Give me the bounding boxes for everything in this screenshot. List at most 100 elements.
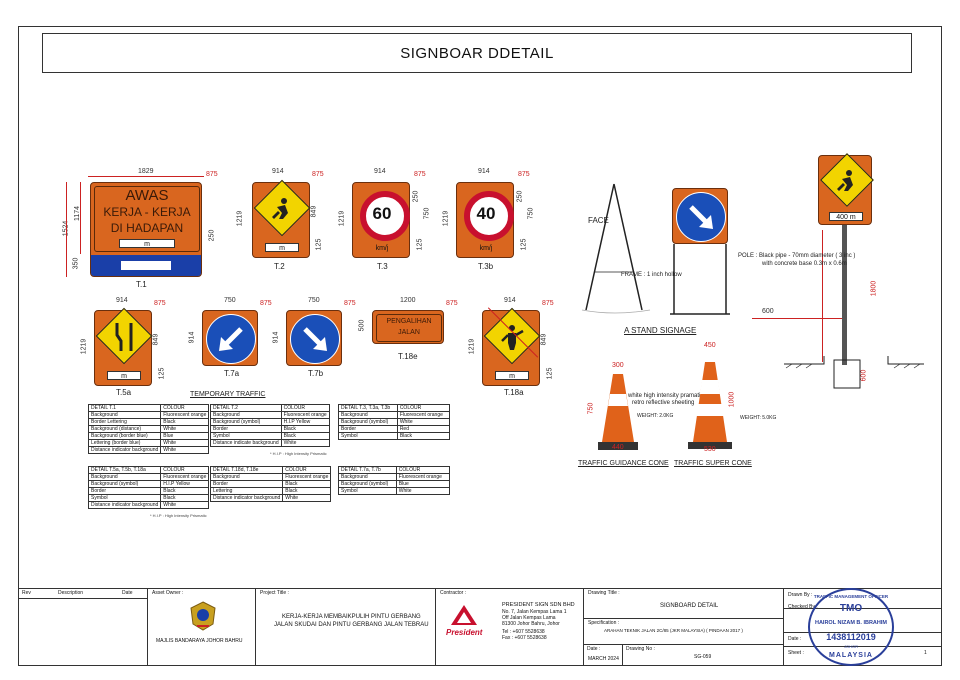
sign-t18a-code: T.18a — [504, 388, 524, 397]
table-header: COLOUR — [282, 466, 332, 474]
sign-t5a-distance-box: m — [107, 371, 141, 380]
a-stand-label: A STAND SIGNAGE — [624, 326, 697, 335]
stamp-sub: JOHOR — [844, 644, 858, 649]
arrow-down-right-icon — [689, 205, 713, 229]
table-cell: H.I.P Yellow — [160, 480, 210, 488]
dim-t18e-height: 500 — [358, 319, 366, 332]
table-cell: Border — [209, 480, 284, 488]
dim-offset-600: 600 — [762, 308, 774, 315]
pole-note: POLE : Black pipe - 70mm diameter ( 3 in… — [738, 253, 856, 259]
table-cell: Fluorescent orange — [282, 473, 332, 481]
traffic-super-cone — [688, 362, 732, 449]
table-cell: Lettering (border blue) — [87, 439, 162, 447]
dim-t2-width: 914 — [272, 168, 284, 175]
table-cell: Border — [87, 487, 162, 495]
dim-cone1-height: 750 — [587, 402, 595, 415]
table-cell: Black — [280, 432, 330, 440]
dim-cone1-top: 300 — [612, 362, 624, 369]
table-cell: Distance indicator background — [87, 501, 162, 509]
traffic-guidance-cone — [598, 374, 638, 450]
dim-t5a-inner: 849 — [152, 333, 160, 346]
sign-t2-code: T.2 — [274, 262, 285, 271]
table-cell: White — [282, 494, 332, 502]
arrow-down-right-icon — [303, 327, 327, 351]
table-cell: Black — [282, 480, 332, 488]
sign-t1-line1: AWAS — [125, 187, 169, 204]
table-header: DETAIL T.5a, T.5b, T.18a — [87, 466, 162, 474]
a-stand-sign — [672, 188, 728, 244]
table-cell: White — [160, 446, 210, 454]
table-cell: Black — [396, 432, 451, 440]
sign-t18e-code: T.18e — [398, 352, 418, 361]
sign-t7a — [202, 310, 258, 366]
table-cell: H.I.P Yellow — [280, 418, 330, 426]
dim-t1-side: 250 — [208, 229, 216, 242]
drawing-title-value: SIGNBOARD DETAIL — [660, 603, 719, 609]
cone2-weight: WEIGHT: 5.0KG — [740, 415, 777, 421]
dim-t3-width: 914 — [374, 168, 386, 175]
date-value: MARCH 2024 — [588, 656, 619, 662]
dim-t3b-diag: 875 — [518, 171, 530, 178]
table-header: DETAIL T.7a, T.7b — [338, 466, 397, 474]
dim-t3b-c: 125 — [520, 238, 528, 251]
sign-t3b-speed: 40 — [476, 204, 496, 223]
table-cell: Black — [160, 418, 210, 426]
sign-t1: AWAS KERJA - KERJA DI HADAPAN m — [90, 182, 202, 277]
sign-t3-code: T.3 — [377, 262, 388, 271]
dim-cone2-height: 1000 — [728, 391, 736, 408]
dim-t18a-inner: 849 — [540, 333, 548, 346]
asset-owner-name: MAJLIS BANDARAYA JOHOR BAHRU — [156, 638, 243, 644]
frame-label: FRAME : 1 inch hollow — [621, 272, 682, 278]
table-cell: Fluorescent orange — [395, 473, 451, 481]
table-cell: Blue — [160, 432, 210, 440]
table-cell: Background — [87, 411, 162, 419]
sheet-value: 1 — [924, 650, 927, 656]
sign-t2-distance-box: m — [265, 243, 299, 252]
table-header: DETAIL T.1 — [87, 404, 162, 412]
table-cell: Symbol — [210, 432, 282, 440]
sheet-label: Sheet : — [788, 650, 804, 656]
company-addr-1: No. 7, Jalan Kempas Lama 1 — [502, 609, 567, 615]
sign-t7b-code: T.7b — [308, 369, 324, 378]
table-cell: White — [160, 439, 210, 447]
drawing-info-block: Drawing Title : SIGNBOARD DETAIL Specifi… — [584, 588, 784, 666]
sign-t7a-code: T.7a — [224, 369, 240, 378]
table-cell: Background — [338, 411, 398, 419]
table-header: COLOUR — [160, 404, 210, 412]
asset-owner-label: Asset Owner : — [152, 590, 184, 596]
table-cell: Background — [209, 473, 284, 481]
drawing-no-value: SG-059 — [694, 654, 712, 660]
company-name: PRESIDENT SIGN SDN BHD — [502, 602, 575, 608]
table-header: COLOUR — [280, 404, 330, 412]
sign-t1-distance-box: m — [119, 239, 175, 248]
pole-sign-distance: 400 m — [829, 212, 863, 221]
pole-sign: 400 m — [818, 153, 874, 225]
dim-pole-1800: 1800 — [870, 280, 878, 297]
table-note: * H.I.P : High Intensity Prismatic — [270, 451, 327, 456]
table-cell: Distance indicator background — [87, 446, 162, 454]
contractor-label: Contractor : — [440, 590, 467, 596]
table-header: DETAIL T.3, T.3a, T.3b — [338, 404, 398, 412]
dim-t3b-width: 914 — [478, 168, 490, 175]
drawing-no-label: Drawing No : — [626, 646, 655, 652]
dim-t3-height: 1219 — [338, 210, 346, 227]
table-cell: Background (distance) — [87, 425, 162, 433]
table-cell: White — [280, 439, 330, 447]
project-line-1: KERJA-KERJA MEMBAIKPULIH PINTU GERBANG — [282, 614, 421, 620]
cone-note-1: white high intensity pramatic — [628, 393, 704, 399]
dim-t7a-diag: 875 — [260, 300, 272, 307]
cone1-weight: WEIGHT: 2.0KG — [637, 413, 674, 419]
table-cell: Black — [160, 494, 210, 502]
council-crest-logo — [190, 601, 216, 631]
table-header: DETAIL T.18d, T.18e — [209, 466, 284, 474]
dim-t3-a: 250 — [412, 190, 420, 203]
table-cell: Lettering — [209, 487, 284, 495]
sign-t1-line2: KERJA - KERJA — [103, 205, 191, 219]
dim-t18a-width: 914 — [504, 297, 516, 304]
table-header: COLOUR — [160, 466, 210, 474]
drawing-title-label: Drawing Title : — [588, 590, 620, 596]
